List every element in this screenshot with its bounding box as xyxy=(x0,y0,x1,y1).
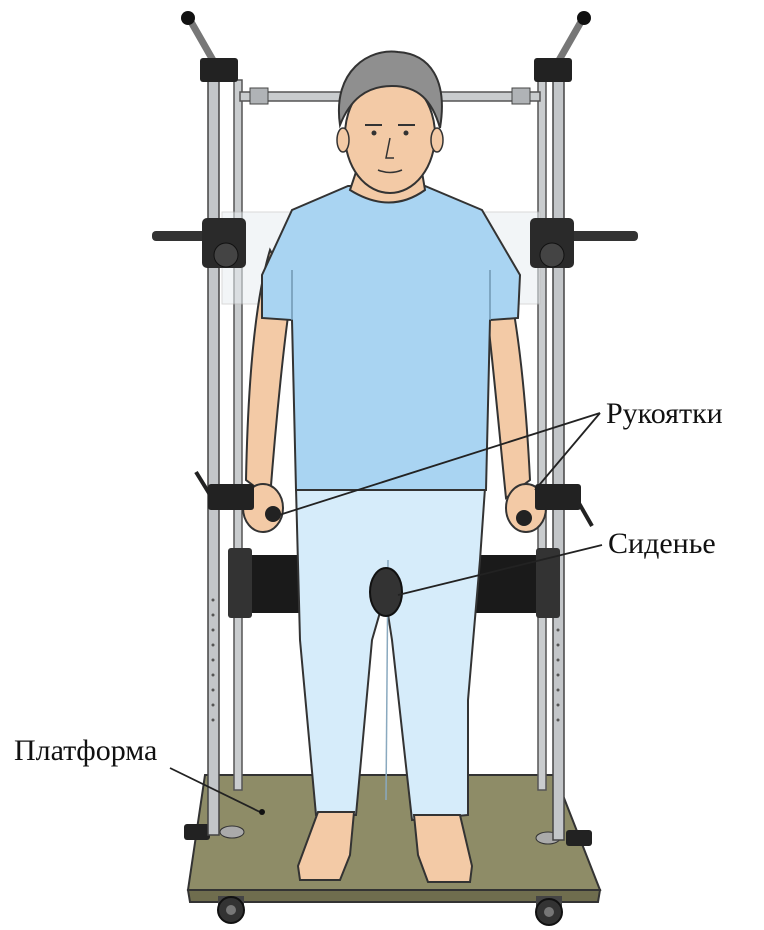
wheel xyxy=(218,896,244,923)
label-platform: Платформа xyxy=(14,734,157,767)
platform xyxy=(184,775,600,925)
label-handles: Рукоятки xyxy=(606,397,723,430)
label-seat: Сиденье xyxy=(608,527,716,560)
person xyxy=(243,52,546,882)
seat xyxy=(370,568,402,616)
wheel xyxy=(536,896,562,925)
